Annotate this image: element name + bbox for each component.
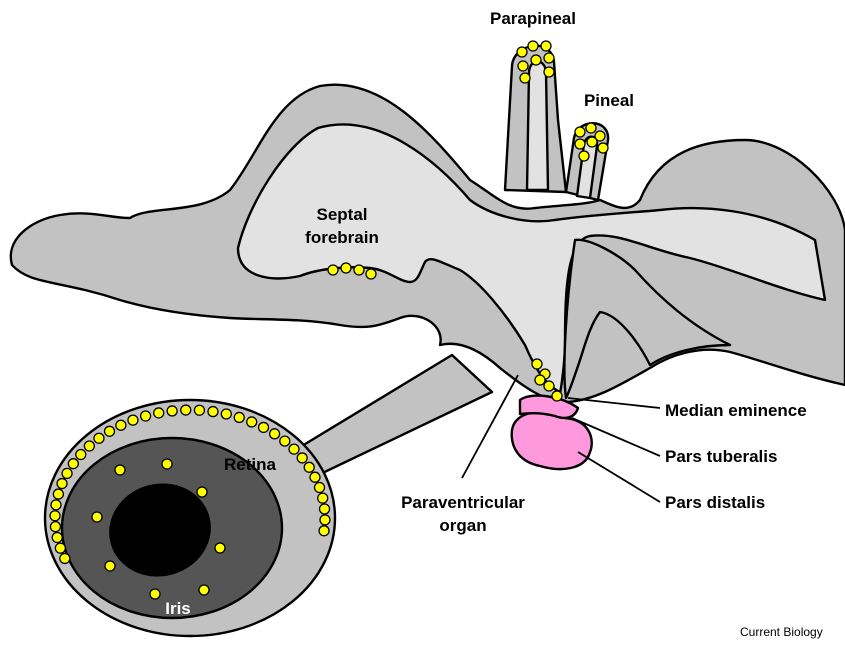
- retina-dot: [297, 453, 307, 463]
- retina-dot: [116, 420, 126, 430]
- retina-dot: [60, 553, 70, 563]
- inner-eye-dot: [150, 589, 160, 599]
- pineal-dot: [575, 127, 585, 137]
- retina-dot: [76, 450, 86, 460]
- parapineal-dot: [544, 67, 554, 77]
- retina-dot: [53, 489, 63, 499]
- paraventricular-organ-label-line1: Paraventricular: [401, 493, 525, 512]
- retina-dot: [221, 409, 231, 419]
- retina-dot: [247, 417, 257, 427]
- retina-dot: [280, 436, 290, 446]
- retina-dot: [84, 441, 94, 451]
- paraventricular-organ-label-line2: organ: [439, 516, 486, 535]
- retina-dot: [259, 422, 269, 432]
- paraventricular-dot: [552, 391, 562, 401]
- retina-dot: [270, 429, 280, 439]
- parapineal-dot: [520, 73, 530, 83]
- septal-dot: [354, 265, 364, 275]
- inner-eye-dot: [197, 487, 207, 497]
- inner-eye-dot: [215, 543, 225, 553]
- septal-dot: [366, 269, 376, 279]
- retina-dot: [50, 522, 60, 532]
- retina-dot: [57, 479, 67, 489]
- retina-dot: [62, 468, 72, 478]
- pineal-dot: [575, 139, 585, 149]
- median-eminence-leader: [568, 398, 660, 408]
- retina-dot: [154, 408, 164, 418]
- retina-dot: [167, 406, 177, 416]
- septal-dot: [341, 263, 351, 273]
- paraventricular-dot: [532, 359, 542, 369]
- median-eminence-label: Median eminence: [665, 401, 807, 420]
- pars-tuberalis-label: Pars tuberalis: [665, 447, 777, 466]
- retina-dot: [315, 483, 325, 493]
- retina-dot: [320, 504, 330, 514]
- retina-dot: [194, 405, 204, 415]
- parapineal-dot: [528, 41, 538, 51]
- paraventricular-dot: [535, 375, 545, 385]
- iris-label: Iris: [165, 599, 191, 618]
- pineal-dot: [579, 151, 589, 161]
- retina-dot: [68, 459, 78, 469]
- inner-eye-dot: [92, 512, 102, 522]
- parapineal-dot: [541, 41, 551, 51]
- retina-label: Retina: [224, 455, 277, 474]
- retina-dot: [141, 411, 151, 421]
- pineal-dot: [598, 143, 608, 153]
- retina-dot: [50, 511, 60, 521]
- parapineal-dot: [517, 47, 527, 57]
- retina-dot: [51, 500, 61, 510]
- parapineal-lumen: [527, 62, 548, 191]
- inner-eye-dot: [115, 465, 125, 475]
- retina-dot: [310, 472, 320, 482]
- retina-dot: [181, 405, 191, 415]
- paraventricular-dot: [544, 381, 554, 391]
- septal-forebrain-label-line2: forebrain: [305, 228, 379, 247]
- pineal-dot: [587, 137, 597, 147]
- retina-dot: [319, 526, 329, 536]
- parapineal-dot: [544, 53, 554, 63]
- parapineal-dot: [518, 61, 528, 71]
- inner-eye-dot: [199, 585, 209, 595]
- parapineal-label: Parapineal: [490, 9, 576, 28]
- optic-nerve: [292, 355, 492, 478]
- retina-dot: [318, 493, 328, 503]
- journal-credit: Current Biology: [740, 625, 823, 639]
- pars-distalis-leader: [578, 452, 660, 502]
- retina-dot: [234, 412, 244, 422]
- retina-dot: [208, 407, 218, 417]
- retina-dot: [55, 543, 65, 553]
- pineal-dot: [586, 123, 596, 133]
- retina-dot: [289, 444, 299, 454]
- parapineal-dot: [531, 55, 541, 65]
- retina-dot: [304, 462, 314, 472]
- inner-eye-dot: [105, 561, 115, 571]
- retina-dot: [128, 415, 138, 425]
- pineal-label: Pineal: [584, 91, 634, 110]
- retina-dot: [94, 433, 104, 443]
- retina-dot: [320, 515, 330, 525]
- retina-dot: [105, 426, 115, 436]
- septal-forebrain-label-line1: Septal: [316, 205, 367, 224]
- pars-distalis-label: Pars distalis: [665, 493, 765, 512]
- septal-dot: [328, 265, 338, 275]
- retina-dot: [52, 532, 62, 542]
- inner-eye-dot: [162, 459, 172, 469]
